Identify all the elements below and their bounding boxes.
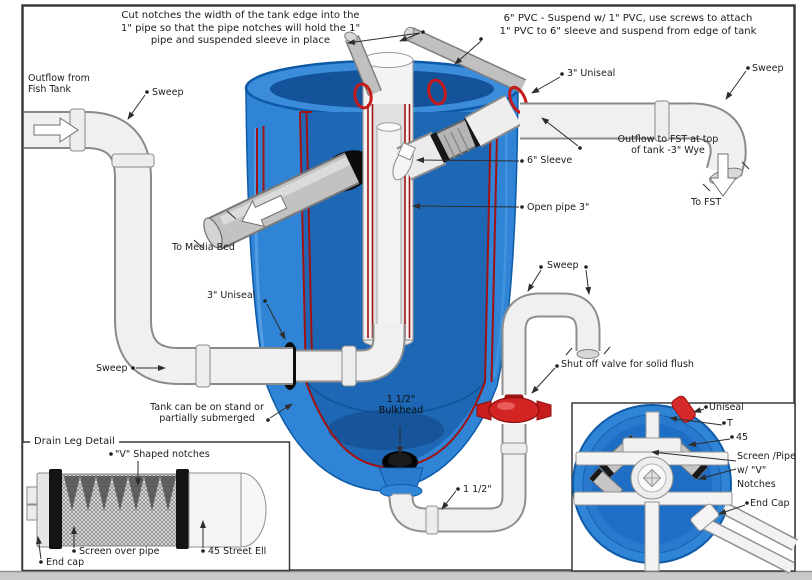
bottom-strip: [0, 570, 812, 580]
internal-outlet-pipe: [296, 324, 406, 387]
fst-outflow-pipe: [520, 100, 750, 197]
end-cap-top-view: [690, 503, 720, 532]
label-6in-sleeve: 6" Sleeve: [527, 155, 573, 166]
label-outflow-fst: Outflow to FST at top of tank -3" Wye: [617, 134, 719, 156]
label-tv-45: 45: [736, 432, 749, 443]
label-to-fst: To FST: [691, 197, 722, 208]
label-tv-uniseal: Uniseal: [709, 402, 744, 413]
label-shutoff-valve: Shut off valve for solid flush: [561, 359, 694, 370]
note-suspend: 6" PVC - Suspend w/ 1" PVC, use screws t…: [499, 13, 757, 37]
label-45-street-ell: 45 Street Ell: [208, 546, 267, 557]
label-uniseal-left: 3" Uniseal: [207, 290, 256, 301]
drain-leg-detail-title: Drain Leg Detail: [30, 436, 119, 447]
label-bulkhead: 1 1/2" Bulkhead: [378, 394, 424, 416]
label-sweep-top-right: Sweep: [752, 63, 784, 74]
drain-leg-detail-inset: [21, 441, 291, 572]
label-screen-over-pipe: Screen over pipe: [79, 546, 160, 557]
solids-drain-plumbing: [388, 292, 611, 535]
flow-arrow-icon: [33, 117, 79, 143]
sleeve-assembly: [362, 52, 414, 348]
label-pipe-size: 1 1/2": [463, 484, 492, 495]
note-cut-notches: Cut notches the width of the tank edge i…: [120, 10, 361, 46]
label-to-media-bed: To Media Bed: [172, 242, 235, 253]
shutoff-valve: [476, 394, 552, 424]
screw-ring-marker: [353, 82, 373, 110]
label-v-notches: "V" Shaped notches: [115, 449, 210, 460]
label-sweep-top-left: Sweep: [152, 87, 184, 98]
flow-arrow-down-icon: [709, 153, 737, 197]
label-tv-end-cap: End Cap: [750, 498, 790, 509]
street-ell-end: [240, 472, 267, 548]
label-open-pipe: Open pipe 3": [527, 202, 590, 213]
label-sweep-bottom-left: Sweep: [96, 363, 128, 374]
screw-ring-marker: [427, 78, 447, 106]
media-bed-pipe: [193, 150, 373, 250]
label-outflow-fish-tank: Outflow from Fish Tank: [28, 73, 90, 95]
inlet-plumbing: [24, 108, 293, 388]
screen-mesh: [53, 474, 179, 546]
leader-lines: [35, 32, 747, 560]
label-end-cap: End cap: [46, 557, 85, 568]
label-tank-note: Tank can be on stand or partially submer…: [150, 402, 264, 424]
label-tv-screen-pipe: Screen /Pipe w/ "V" Notches: [737, 451, 796, 490]
leader-dots: [39, 30, 750, 564]
coupling-wye-assembly: [392, 85, 528, 181]
label-sweep-pair: Sweep: [547, 260, 579, 271]
label-uniseal-top: 3" Uniseal: [567, 68, 616, 79]
flow-arrow-icon: [241, 194, 288, 228]
top-view-inset: [571, 395, 799, 574]
label-tv-t: T: [727, 418, 733, 429]
uniseal-top-view: [671, 395, 696, 423]
